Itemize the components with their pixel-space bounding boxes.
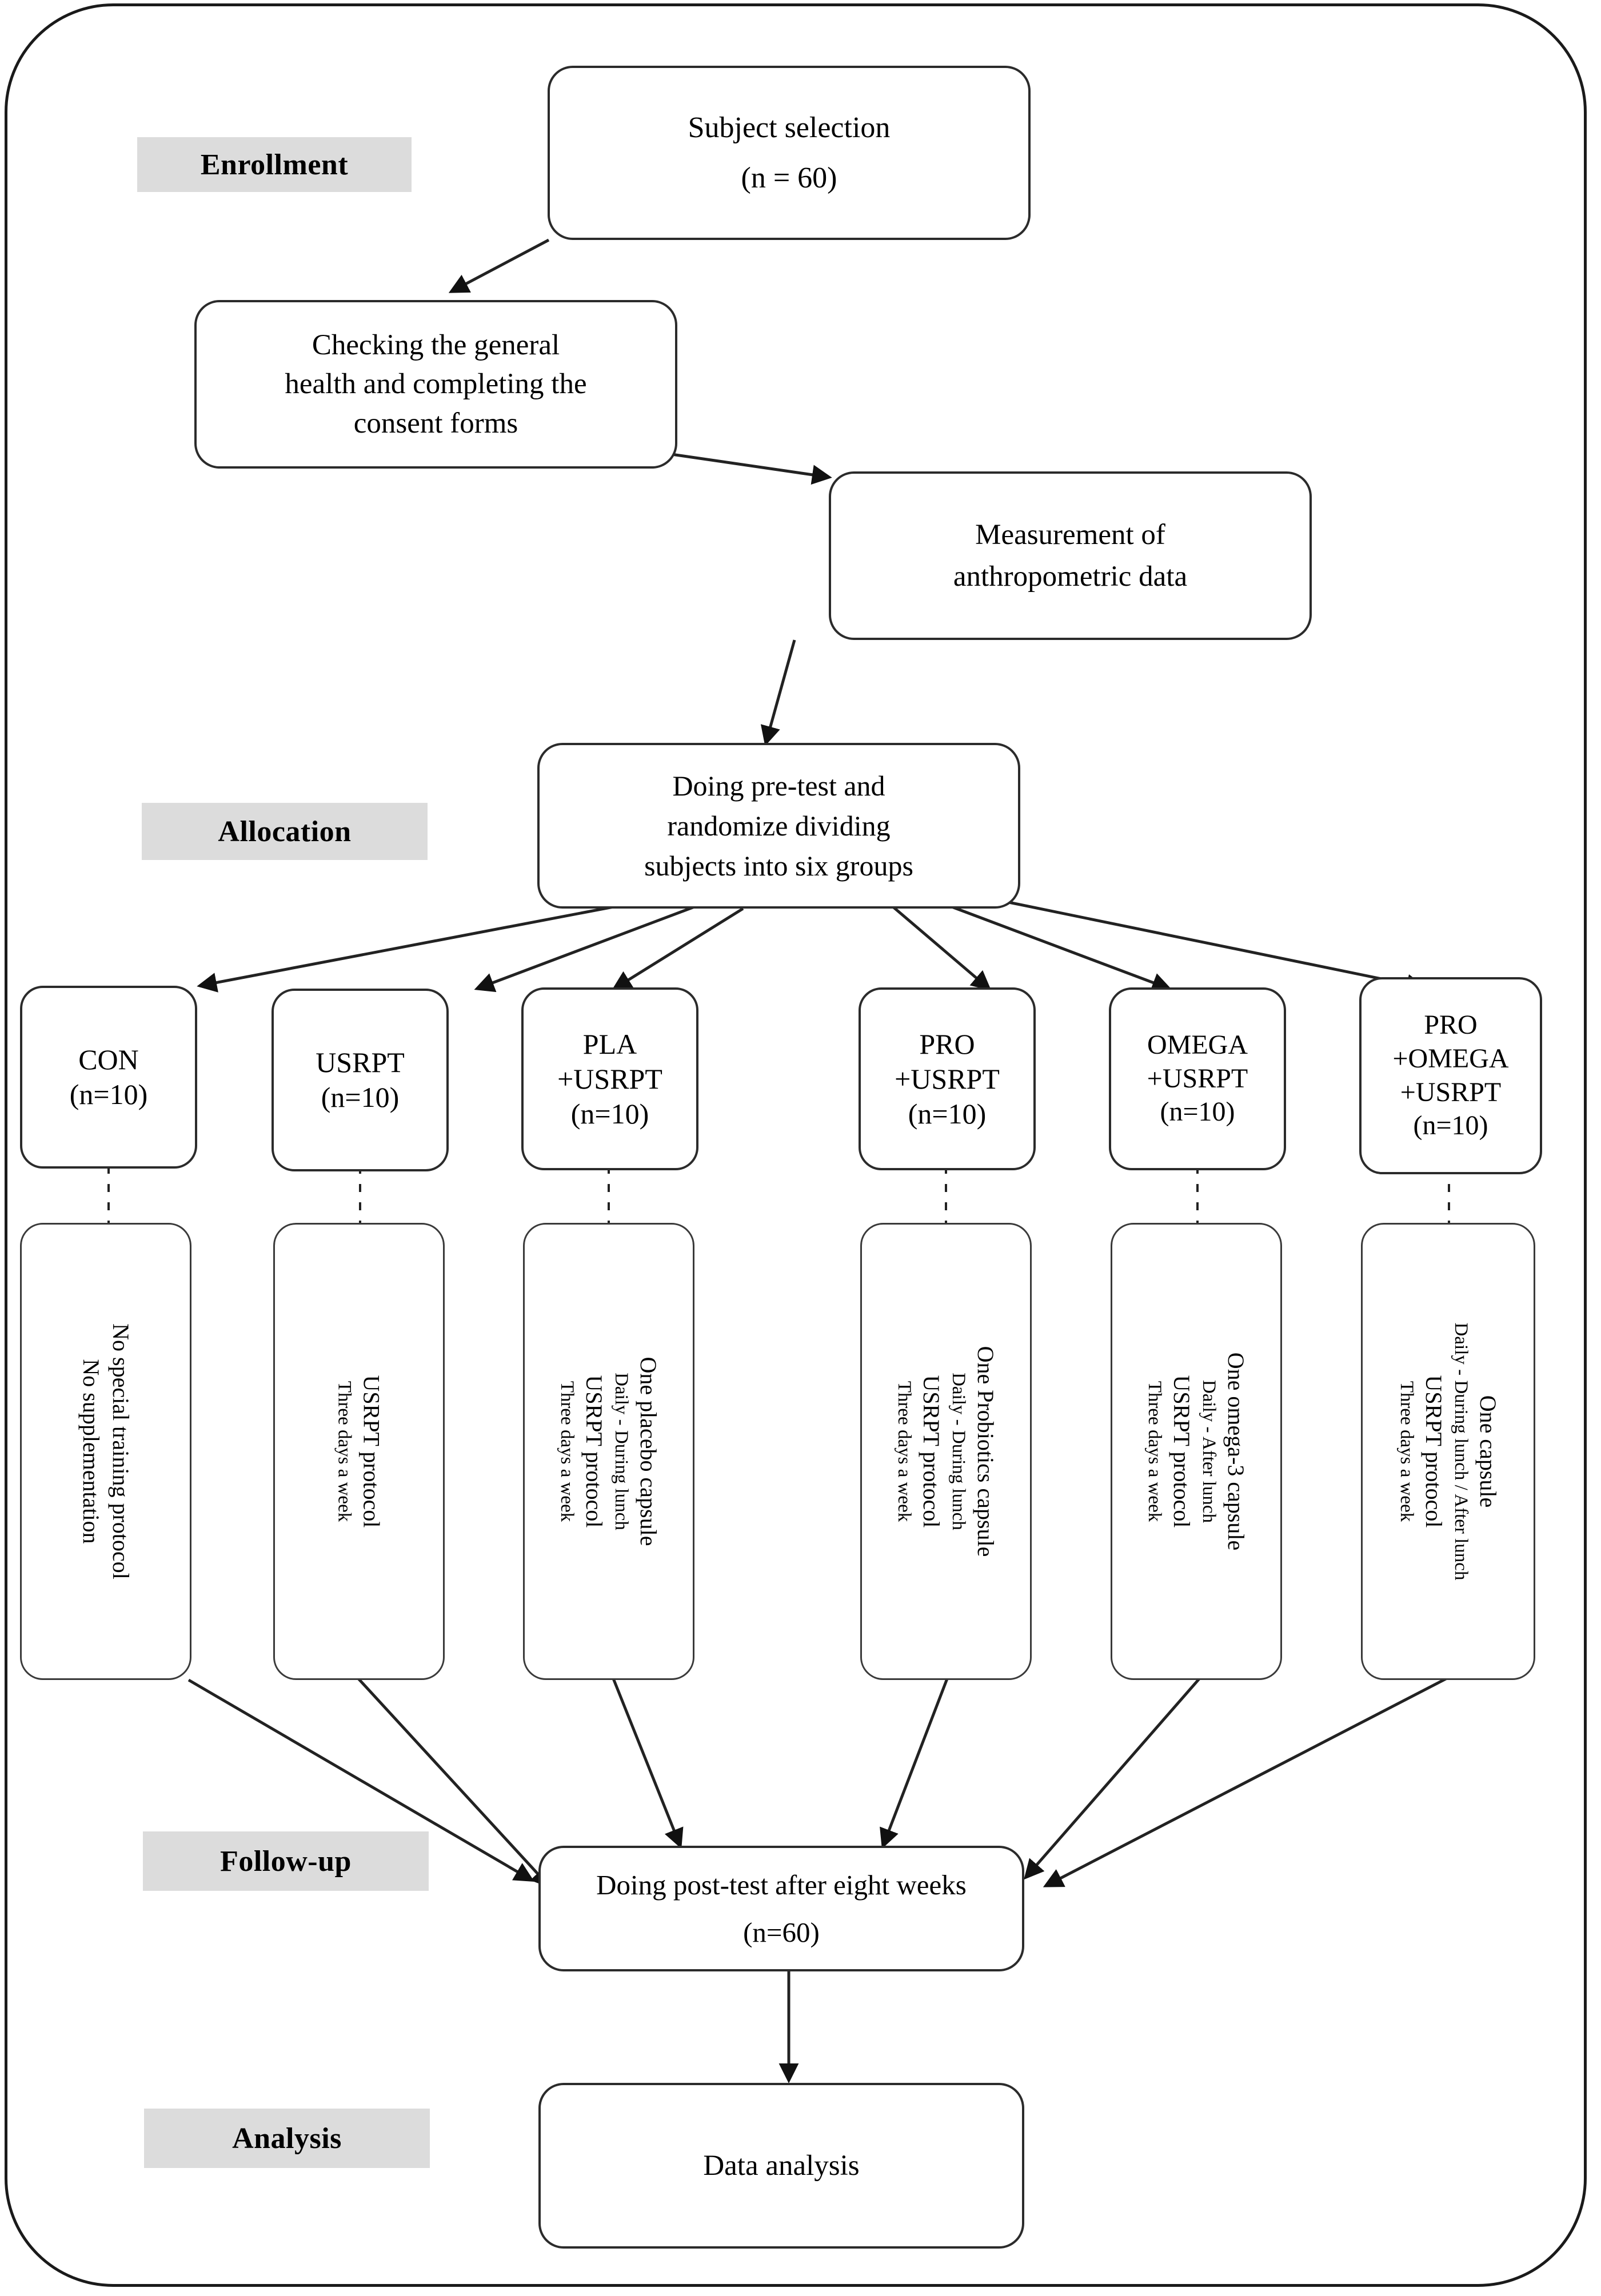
protocol-box-pro-usrpt-line-3: Three days a week <box>894 1381 915 1522</box>
diagram-outer-frame <box>5 3 1587 2287</box>
node-randomization[interactable]: Doing pre-test and randomize dividing su… <box>537 743 1020 909</box>
node-randomization-line3: subjects into six groups <box>644 850 913 882</box>
protocol-box-con-line-0: No special training protocol <box>108 1323 134 1579</box>
group-box-pro-omega-usrpt-n: (n=10) <box>1413 1110 1488 1141</box>
node-data-analysis[interactable]: Data analysis <box>538 2083 1024 2249</box>
protocol-box-pro-usrpt[interactable]: One Probiotics capsule Daily - During lu… <box>860 1223 1032 1680</box>
node-subject-selection-line2: (n = 60) <box>741 161 837 194</box>
group-box-pro-usrpt-name-0: PRO <box>919 1027 975 1060</box>
protocol-box-omega-usrpt-text: One omega-3 capsule Daily - After lunch … <box>1142 1353 1251 1551</box>
protocol-box-omega-usrpt-line-0: One omega-3 capsule <box>1223 1352 1249 1551</box>
protocol-box-pro-usrpt-line-2: USRPT protocol <box>919 1375 944 1528</box>
protocol-box-pla-usrpt-line-2: USRPT protocol <box>581 1375 607 1528</box>
node-post-test-line1: Doing post-test after eight weeks <box>596 1869 967 1901</box>
stage-label-allocation: Allocation <box>142 803 428 860</box>
stage-label-analysis: Analysis <box>144 2109 430 2168</box>
group-box-pro-omega-usrpt-name-0: PRO <box>1424 1010 1478 1041</box>
group-box-pro-usrpt[interactable]: PRO +USRPT (n=10) <box>859 987 1036 1170</box>
group-box-pla-usrpt-name-1: +USRPT <box>557 1062 662 1095</box>
protocol-box-usrpt[interactable]: USRPT protocol Three days a week <box>273 1223 445 1680</box>
group-box-pro-usrpt-n: (n=10) <box>908 1097 987 1130</box>
node-data-analysis-line1: Data analysis <box>703 2150 860 2182</box>
protocol-box-con-text: No special training protocol No suppleme… <box>76 1323 135 1579</box>
protocol-box-pro-omega-usrpt-line-2: USRPT protocol <box>1420 1375 1447 1528</box>
group-box-omega-usrpt-name-1: +USRPT <box>1147 1063 1248 1094</box>
protocol-box-pro-omega-usrpt[interactable]: One capsule Daily - During lunch / After… <box>1361 1223 1535 1680</box>
protocol-box-pla-usrpt-line-0: One placebo capsule <box>635 1357 661 1546</box>
protocol-box-pro-omega-usrpt-line-3: Three days a week <box>1396 1381 1417 1522</box>
protocol-box-pla-usrpt-line-3: Three days a week <box>557 1381 577 1522</box>
protocol-box-pro-omega-usrpt-text: One capsule Daily - During lunch / After… <box>1394 1323 1503 1581</box>
group-box-pro-omega-usrpt-name-1: +OMEGA <box>1392 1043 1509 1074</box>
group-box-omega-usrpt[interactable]: OMEGA +USRPT (n=10) <box>1109 987 1286 1170</box>
protocol-box-omega-usrpt-line-1: Daily - After lunch <box>1198 1379 1219 1523</box>
group-box-pro-usrpt-name-1: +USRPT <box>895 1062 1000 1095</box>
group-box-con-n: (n=10) <box>69 1078 148 1110</box>
node-health-check[interactable]: Checking the general health and completi… <box>194 300 677 469</box>
node-post-test[interactable]: Doing post-test after eight weeks (n=60) <box>538 1846 1024 1971</box>
protocol-box-usrpt-text: USRPT protocol Three days a week <box>332 1375 386 1527</box>
protocol-box-con-line-1: No supplementation <box>78 1359 104 1544</box>
protocol-box-pla-usrpt-line-1: Daily - During lunch <box>610 1373 632 1530</box>
protocol-box-omega-usrpt-line-2: USRPT protocol <box>1169 1375 1195 1528</box>
protocol-box-omega-usrpt[interactable]: One omega-3 capsule Daily - After lunch … <box>1111 1223 1282 1680</box>
protocol-box-usrpt-line-1: Three days a week <box>334 1381 355 1522</box>
node-anthropometric-line2: anthropometric data <box>953 560 1188 593</box>
node-post-test-line2: (n=60) <box>743 1917 820 1949</box>
node-randomization-line2: randomize dividing <box>667 810 891 842</box>
protocol-box-pro-usrpt-line-0: One Probiotics capsule <box>972 1346 999 1557</box>
node-health-check-line1: Checking the general <box>312 329 560 361</box>
protocol-box-pla-usrpt-text: One placebo capsule Daily - During lunch… <box>554 1357 663 1546</box>
group-box-usrpt-n: (n=10) <box>321 1081 400 1113</box>
group-box-omega-usrpt-name-0: OMEGA <box>1147 1030 1248 1061</box>
protocol-box-omega-usrpt-line-3: Three days a week <box>1144 1381 1165 1522</box>
stage-label-enrollment: Enrollment <box>137 137 412 192</box>
group-box-pla-usrpt-name-0: PLA <box>582 1027 637 1060</box>
group-box-pla-usrpt[interactable]: PLA +USRPT (n=10) <box>521 987 698 1170</box>
stage-label-followup-text: Follow-up <box>220 1845 352 1878</box>
node-anthropometric-line1: Measurement of <box>975 519 1165 551</box>
protocol-box-con[interactable]: No special training protocol No suppleme… <box>20 1223 191 1680</box>
stage-label-analysis-text: Analysis <box>232 2122 342 2155</box>
node-subject-selection-line1: Subject selection <box>688 111 891 145</box>
stage-label-enrollment-text: Enrollment <box>200 148 349 181</box>
protocol-box-usrpt-line-0: USRPT protocol <box>358 1375 385 1528</box>
protocol-box-pro-usrpt-line-1: Daily - During lunch <box>948 1373 969 1530</box>
node-randomization-line1: Doing pre-test and <box>672 770 885 802</box>
group-box-con[interactable]: CON (n=10) <box>20 986 197 1169</box>
group-box-pla-usrpt-n: (n=10) <box>570 1097 649 1130</box>
node-health-check-line3: consent forms <box>353 407 518 439</box>
protocol-box-pro-omega-usrpt-line-0: One capsule <box>1475 1395 1501 1508</box>
protocol-box-pro-omega-usrpt-line-1: Daily - During lunch / After lunch <box>1450 1322 1471 1581</box>
group-box-usrpt[interactable]: USRPT (n=10) <box>272 989 449 1171</box>
group-box-usrpt-name-0: USRPT <box>316 1046 405 1078</box>
protocol-box-pla-usrpt[interactable]: One placebo capsule Daily - During lunch… <box>523 1223 694 1680</box>
group-box-pro-omega-usrpt-name-2: +USRPT <box>1400 1077 1502 1107</box>
group-box-pro-omega-usrpt[interactable]: PRO +OMEGA +USRPT (n=10) <box>1359 977 1542 1174</box>
protocol-box-pro-usrpt-text: One Probiotics capsule Daily - During lu… <box>892 1346 1000 1557</box>
group-box-omega-usrpt-n: (n=10) <box>1160 1097 1235 1127</box>
stage-label-allocation-text: Allocation <box>218 815 352 848</box>
node-subject-selection[interactable]: Subject selection (n = 60) <box>548 66 1031 240</box>
group-box-con-name-0: CON <box>78 1043 139 1075</box>
node-health-check-line2: health and completing the <box>285 368 587 401</box>
stage-label-followup: Follow-up <box>143 1831 429 1891</box>
node-anthropometric-measurement[interactable]: Measurement of anthropometric data <box>829 471 1312 640</box>
